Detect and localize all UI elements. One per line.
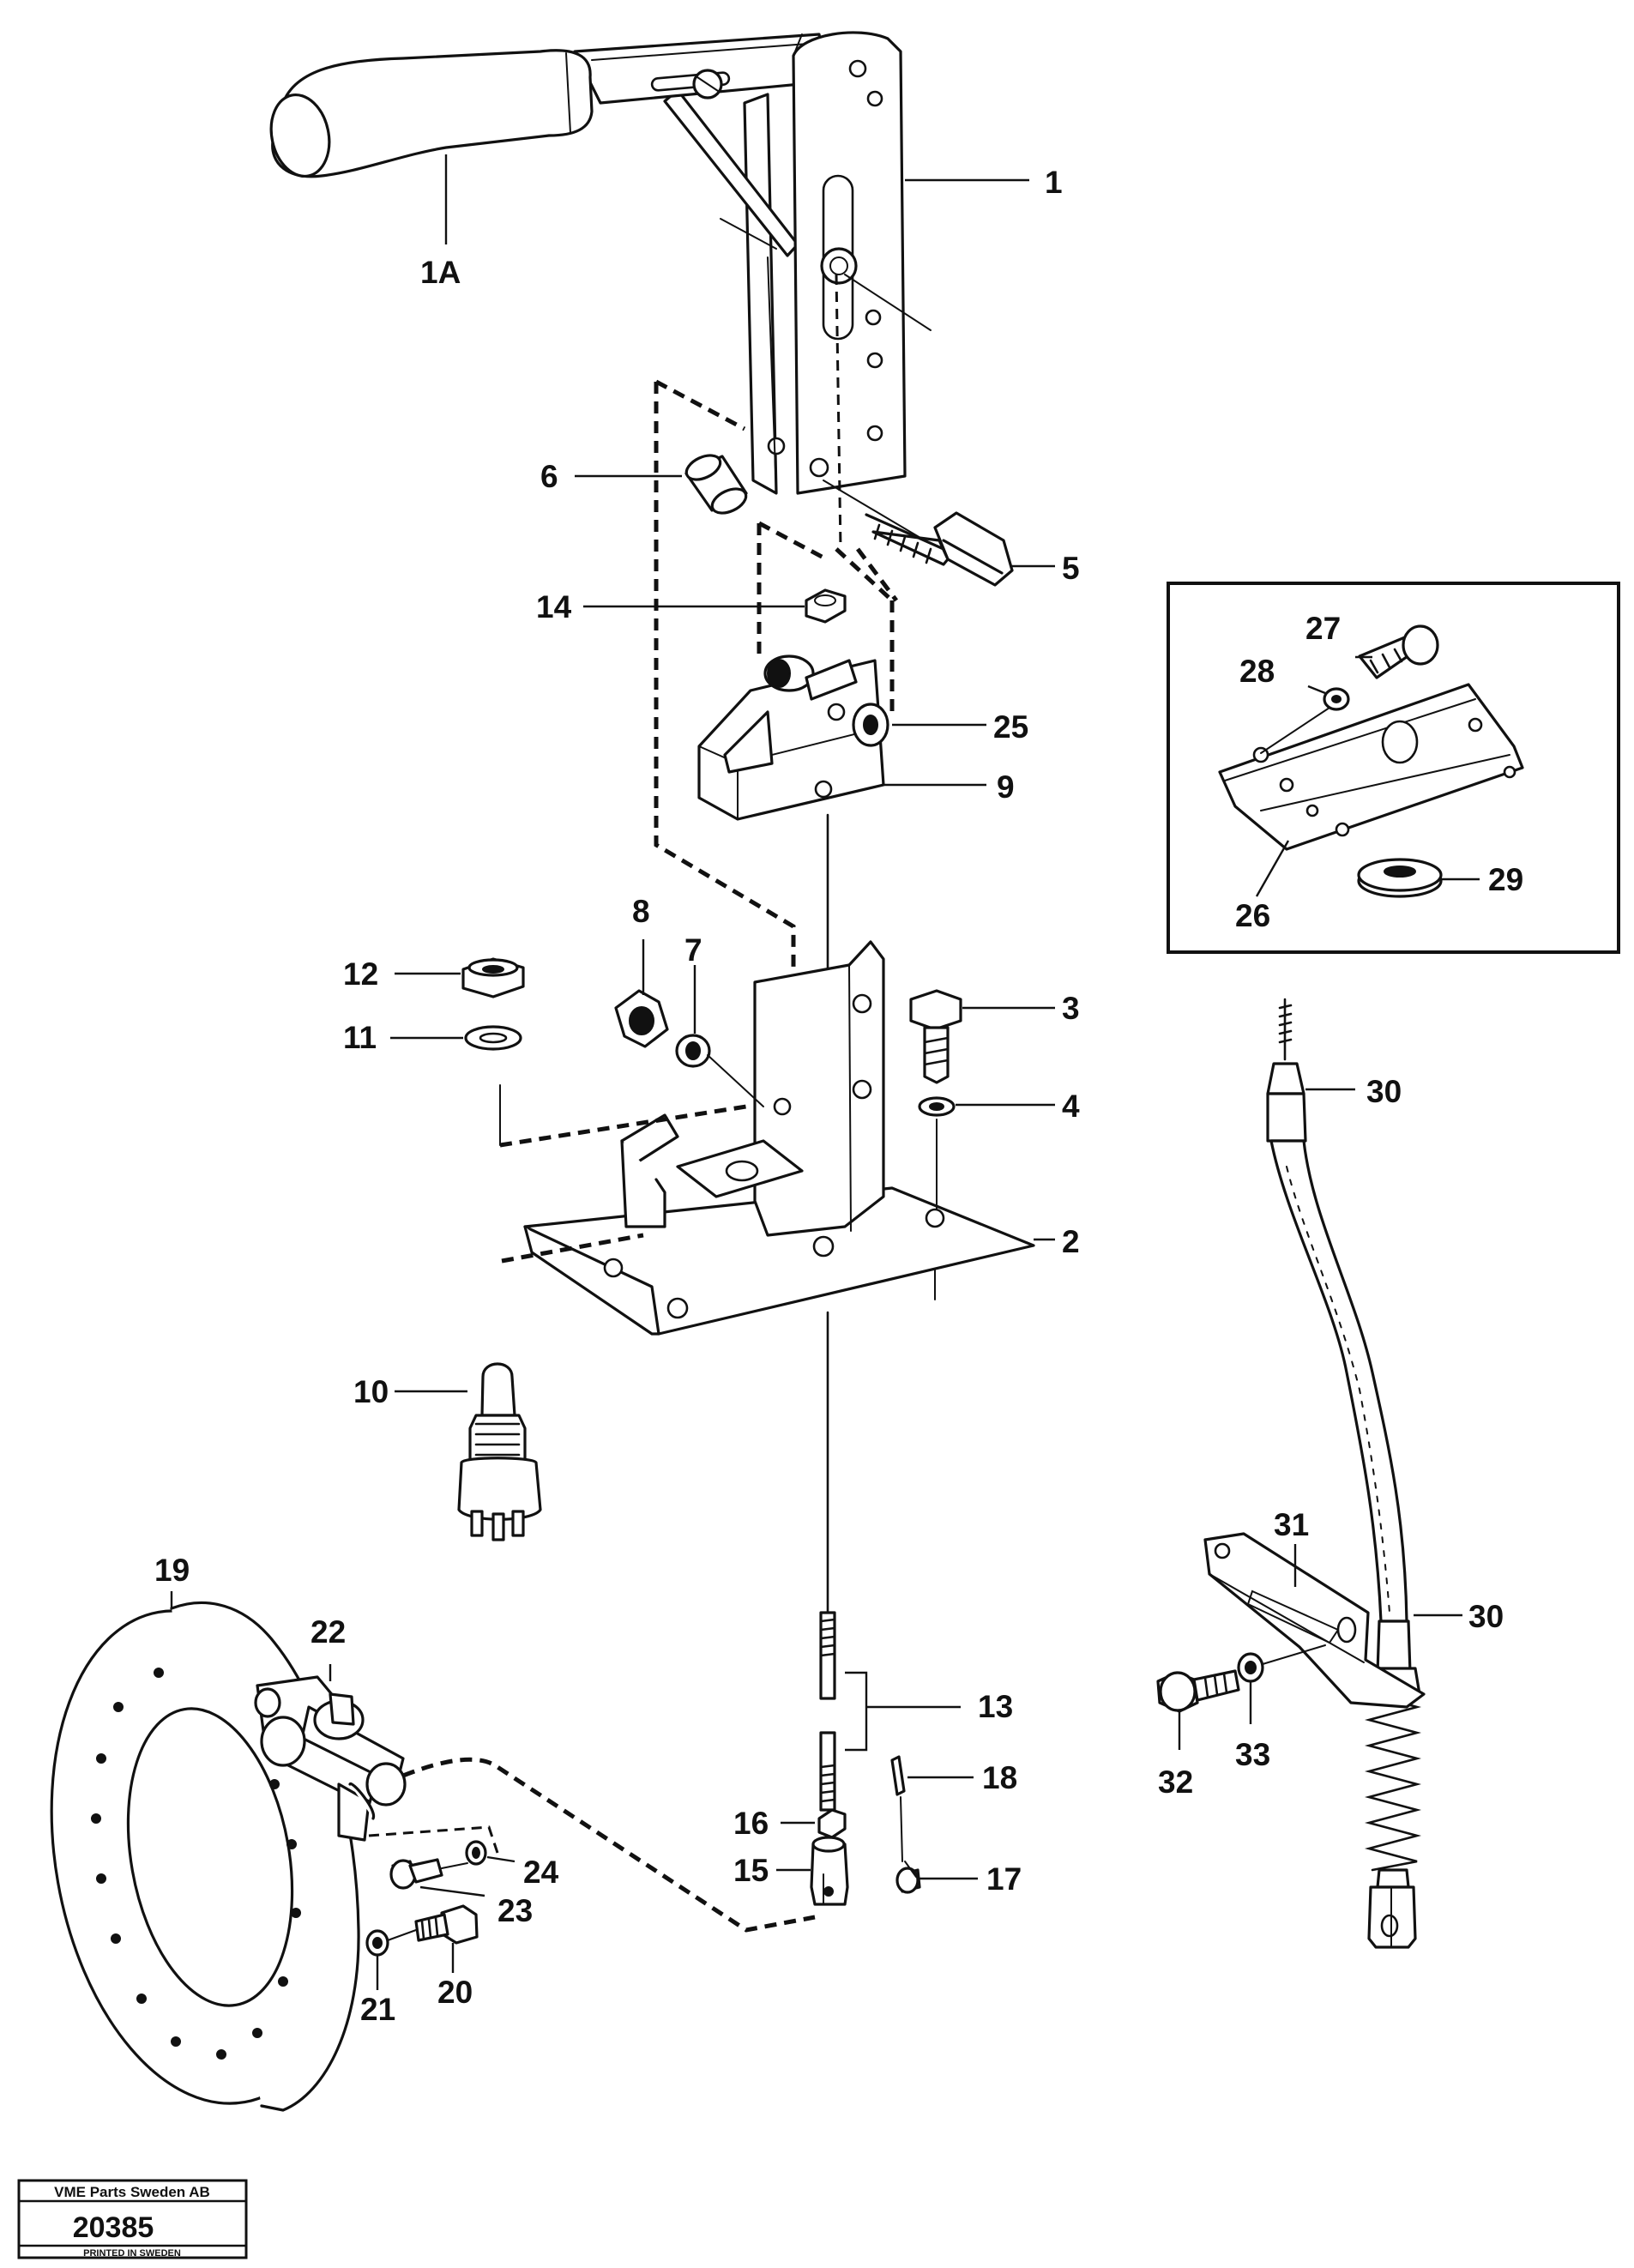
threaded-rods-part-13 <box>819 1611 961 1812</box>
callout-9: 9 <box>997 769 1015 805</box>
cable-part-30 <box>1266 998 1422 1949</box>
callout-16: 16 <box>733 1806 769 1841</box>
callout-27: 27 <box>1305 611 1341 646</box>
nut-part-14 <box>805 588 847 624</box>
washer-part-24 <box>465 1840 487 1866</box>
nut-part-16 <box>817 1808 847 1839</box>
caliper-bolt-dash <box>368 1825 499 1854</box>
callout-32: 32 <box>1158 1764 1193 1800</box>
bracket-part-9 <box>697 654 885 821</box>
stamp-printed: PRINTED IN SWEDEN <box>83 2248 181 2259</box>
washer-part-11 <box>464 1025 522 1051</box>
washer-part-7 <box>675 1034 764 1107</box>
callout-30-upper: 30 <box>1366 1074 1402 1109</box>
callout-30-lower: 30 <box>1468 1599 1504 1634</box>
callout-7: 7 <box>684 932 702 968</box>
caliper-cable-dash <box>402 1757 816 1933</box>
callout-labels: 1 1A 2 3 4 5 6 7 8 9 10 11 12 13 14 15 1… <box>154 165 1523 2027</box>
stamp-company: VME Parts Sweden AB <box>54 2184 210 2200</box>
caliper-part-22 <box>254 1675 407 1842</box>
leader-lines <box>170 154 1480 1990</box>
washer-part-25 <box>852 703 889 747</box>
callout-26: 26 <box>1235 898 1270 933</box>
callout-18: 18 <box>982 1760 1017 1795</box>
callout-11: 11 <box>343 1020 377 1055</box>
inset-detail-box <box>1167 582 1620 954</box>
callout-1: 1 <box>1045 165 1063 200</box>
callout-33: 33 <box>1235 1737 1270 1772</box>
callout-28: 28 <box>1239 654 1275 689</box>
callout-19: 19 <box>154 1553 190 1588</box>
callout-15: 15 <box>733 1853 769 1888</box>
callout-2: 2 <box>1062 1224 1080 1259</box>
callout-21: 21 <box>360 1992 395 2027</box>
switch-part-10 <box>457 1362 542 1541</box>
callout-14: 14 <box>536 589 572 624</box>
lower-left-dash-1 <box>499 1104 747 1148</box>
callout-8: 8 <box>632 894 650 929</box>
bracket-part-31 <box>1203 1532 1426 1709</box>
clevis-part-15 <box>810 1836 849 1906</box>
base-plate-part-2 <box>523 940 1035 1336</box>
callout-17: 17 <box>986 1861 1022 1897</box>
callout-31: 31 <box>1274 1507 1309 1542</box>
callout-12: 12 <box>343 956 378 992</box>
callout-13: 13 <box>978 1689 1013 1724</box>
lower-left-dash-2 <box>501 1233 644 1264</box>
hand-brake-lever <box>269 31 932 550</box>
washer-part-33 <box>1237 1644 1326 1683</box>
spacer-part-8 <box>614 989 669 1048</box>
bolt-part-20 <box>414 1904 479 1945</box>
bolt-part-23 <box>389 1858 468 1890</box>
callout-23: 23 <box>497 1893 533 1928</box>
callout-10: 10 <box>353 1374 389 1409</box>
stamp-number: 20385 <box>73 2211 154 2244</box>
callout-6: 6 <box>540 459 558 494</box>
callout-3: 3 <box>1062 991 1080 1026</box>
bolt-part-5 <box>823 480 1014 587</box>
callout-4: 4 <box>1062 1089 1080 1124</box>
nut-part-12 <box>461 957 525 998</box>
bolt-part-3 <box>909 989 962 1084</box>
pin-part-17 <box>895 1861 921 1894</box>
callout-22: 22 <box>311 1614 346 1650</box>
callout-24: 24 <box>523 1855 559 1890</box>
washer-part-21 <box>365 1929 417 1957</box>
spacer-part-6 <box>684 454 748 515</box>
callout-5: 5 <box>1062 551 1080 586</box>
bolt-part-32 <box>1156 1669 1240 1713</box>
callout-29: 29 <box>1488 862 1523 897</box>
cotter-pin-part-18 <box>890 1755 906 1862</box>
callout-20: 20 <box>437 1975 473 2010</box>
washer-part-4 <box>918 1096 956 1210</box>
drawing-stamp: VME Parts Sweden AB 20385 PRINTED IN SWE… <box>17 2179 248 2259</box>
callout-1a: 1A <box>420 255 461 290</box>
brake-disc-part-19 <box>50 1601 360 2112</box>
callout-25: 25 <box>993 709 1028 745</box>
